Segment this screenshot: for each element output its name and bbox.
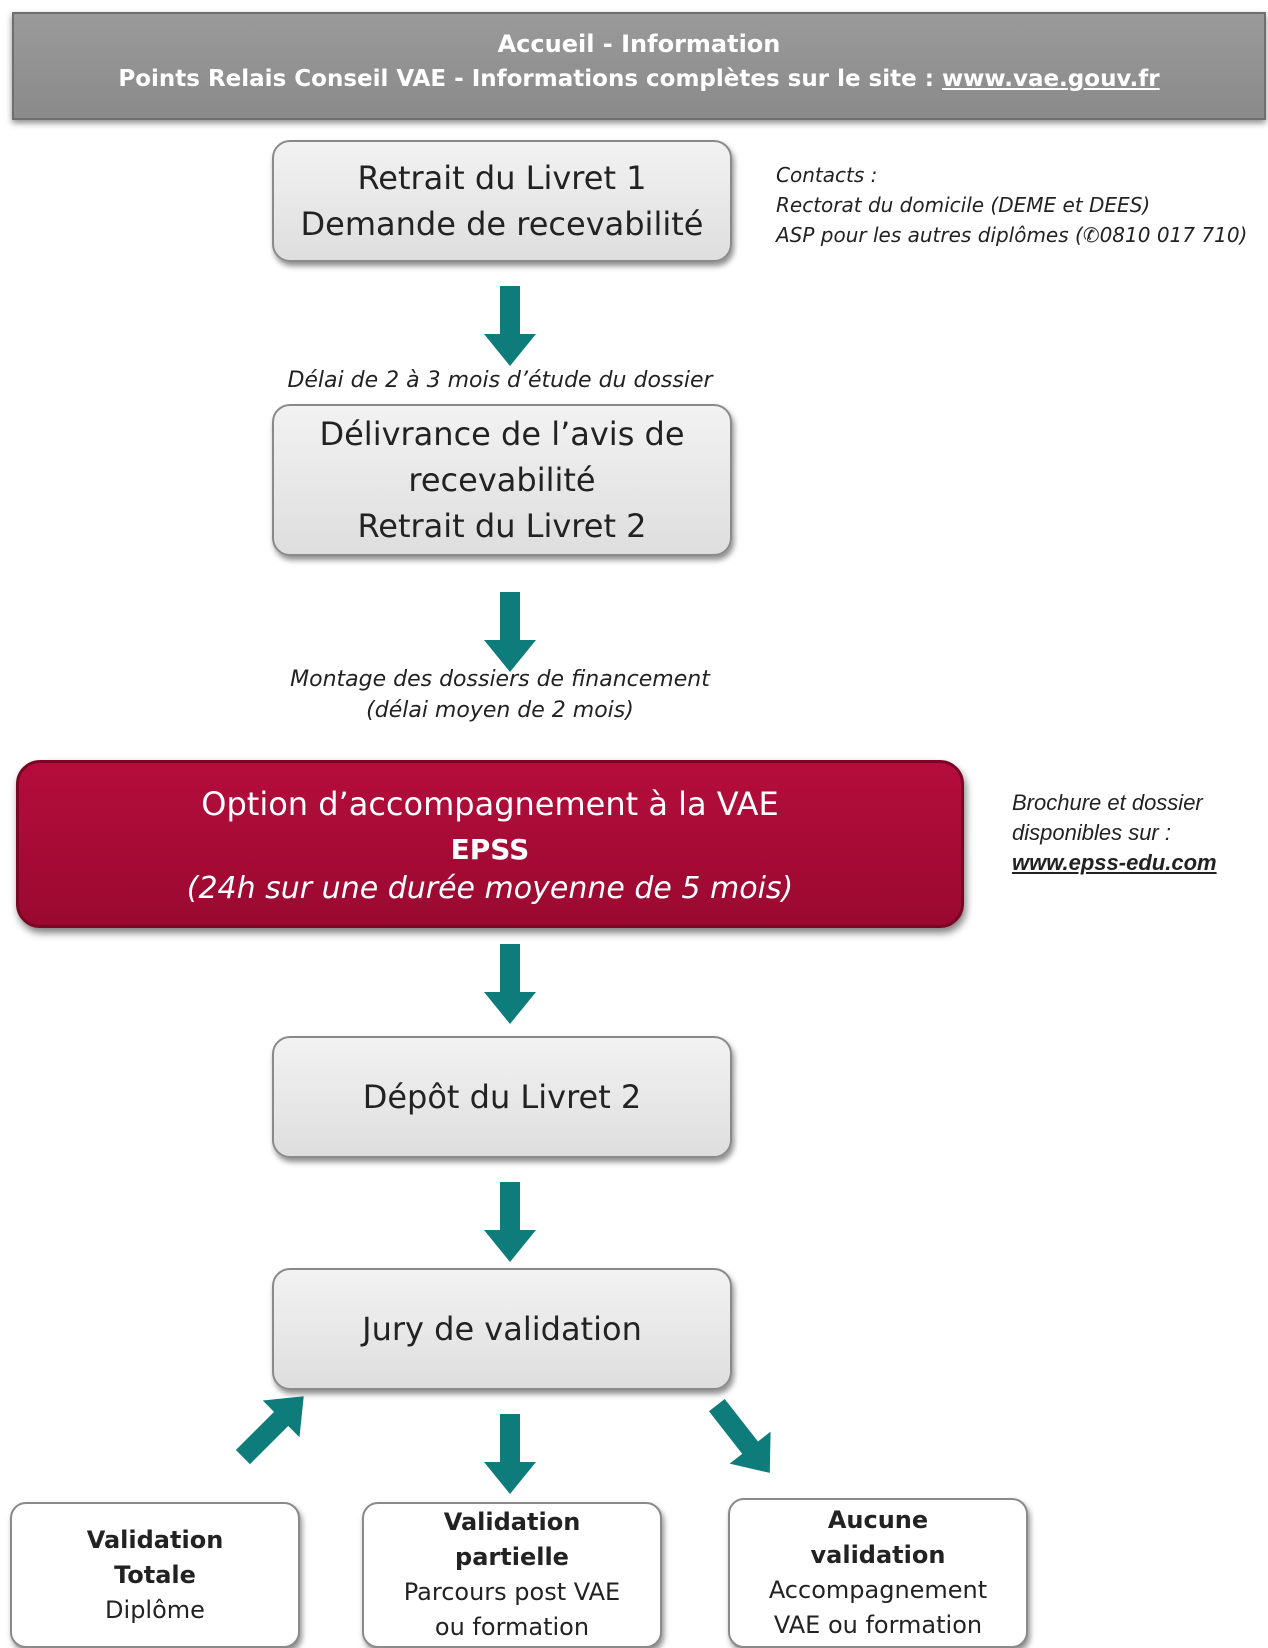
brochure-line2: disponibles sur :	[1012, 820, 1171, 845]
arrow-diag-left	[235, 1396, 304, 1465]
step-depot-label: Dépôt du Livret 2	[362, 1078, 642, 1116]
step-avis-line3: Retrait du Livret 2	[357, 507, 647, 545]
step-jury-label: Jury de validation	[362, 1310, 642, 1348]
epss-link[interactable]: www.epss-edu.com	[1012, 850, 1217, 875]
funding-note-line1: Montage des dossiers de financement	[290, 667, 710, 692]
arrow-diag-right	[708, 1398, 771, 1473]
outcome-validation-partielle: Validation partielle Parcours post VAE o…	[362, 1502, 662, 1648]
outcome-3-text1: Accompagnement	[768, 1576, 988, 1604]
step-retrait-livret-1-line1: Retrait du Livret 1	[357, 159, 647, 197]
outcome-2-bold2: partielle	[455, 1543, 569, 1571]
header-title: Accueil - Information	[497, 30, 781, 58]
contacts-phone-number: 0810 017 710)	[1099, 223, 1248, 247]
contacts-rectorat: Rectorat du domicile (DEME et DEES)	[776, 193, 1151, 217]
option-accompagnement-box: Option d’accompagnement à la VAE EPSS (2…	[16, 760, 964, 928]
header-subtitle: Points Relais Conseil VAE - Informations…	[14, 66, 1264, 92]
arrow-down-2	[484, 592, 536, 672]
outcome-2-text1: Parcours post VAE	[403, 1578, 621, 1606]
contacts-asp: ASP pour les autres diplômes (✆0810 017 …	[776, 220, 1247, 250]
option-title: Option d’accompagnement à la VAE	[201, 785, 779, 823]
funding-note: Montage des dossiers de financement (dél…	[240, 664, 760, 726]
outcome-aucune-validation: Aucune validation Accompagnement VAE ou …	[728, 1498, 1028, 1648]
arrow-down-5	[484, 1414, 536, 1494]
arrow-down-3	[484, 944, 536, 1024]
outcome-3-bold2: validation	[810, 1541, 946, 1569]
outcome-3-text2: VAE ou formation	[773, 1611, 983, 1639]
delay-note: Délai de 2 à 3 mois d’étude du dossier	[287, 368, 713, 393]
option-duration: (24h sur une durée moyenne de 5 mois)	[186, 871, 794, 906]
contacts-asp-text: ASP pour les autres diplômes (	[776, 223, 1083, 247]
brochure-note: Brochure et dossier disponibles sur : ww…	[1012, 788, 1217, 878]
outcome-2-bold1: Validation	[443, 1508, 581, 1536]
contacts-title: Contacts :	[776, 163, 878, 187]
outcome-1-text1: Diplôme	[105, 1595, 205, 1624]
outcome-1-bold1: Validation	[86, 1525, 224, 1554]
brochure-line1: Brochure et dossier	[1012, 790, 1203, 815]
step-avis-line2: recevabilité	[408, 461, 596, 499]
step-depot-livret-2: Dépôt du Livret 2	[272, 1036, 732, 1158]
arrow-down-1	[484, 286, 536, 366]
header-subtitle-text: Points Relais Conseil VAE - Informations…	[118, 66, 942, 92]
outcome-validation-totale: Validation Totale Diplôme	[10, 1502, 300, 1648]
vae-gouv-link[interactable]: www.vae.gouv.fr	[941, 66, 1160, 92]
funding-note-line2: (délai moyen de 2 mois)	[366, 698, 634, 723]
step-avis-line1: Délivrance de l’avis de	[319, 415, 685, 453]
option-epss: EPSS	[450, 833, 530, 866]
outcome-3-bold1: Aucune	[827, 1506, 929, 1534]
phone-icon: ✆	[1082, 223, 1100, 247]
step-avis-recevabilite: Délivrance de l’avis de recevabilité Ret…	[272, 404, 732, 556]
contacts-note: Contacts : Rectorat du domicile (DEME et…	[776, 160, 1247, 250]
step-jury-validation: Jury de validation	[272, 1268, 732, 1390]
step-retrait-livret-1-line2: Demande de recevabilité	[300, 205, 704, 243]
outcome-2-text2: ou formation	[434, 1613, 590, 1641]
header-banner: Accueil - Information Points Relais Cons…	[12, 12, 1266, 120]
step-retrait-livret-1: Retrait du Livret 1 Demande de recevabil…	[272, 140, 732, 262]
outcome-1-bold2: Totale	[114, 1560, 196, 1589]
arrow-down-4	[484, 1182, 536, 1262]
